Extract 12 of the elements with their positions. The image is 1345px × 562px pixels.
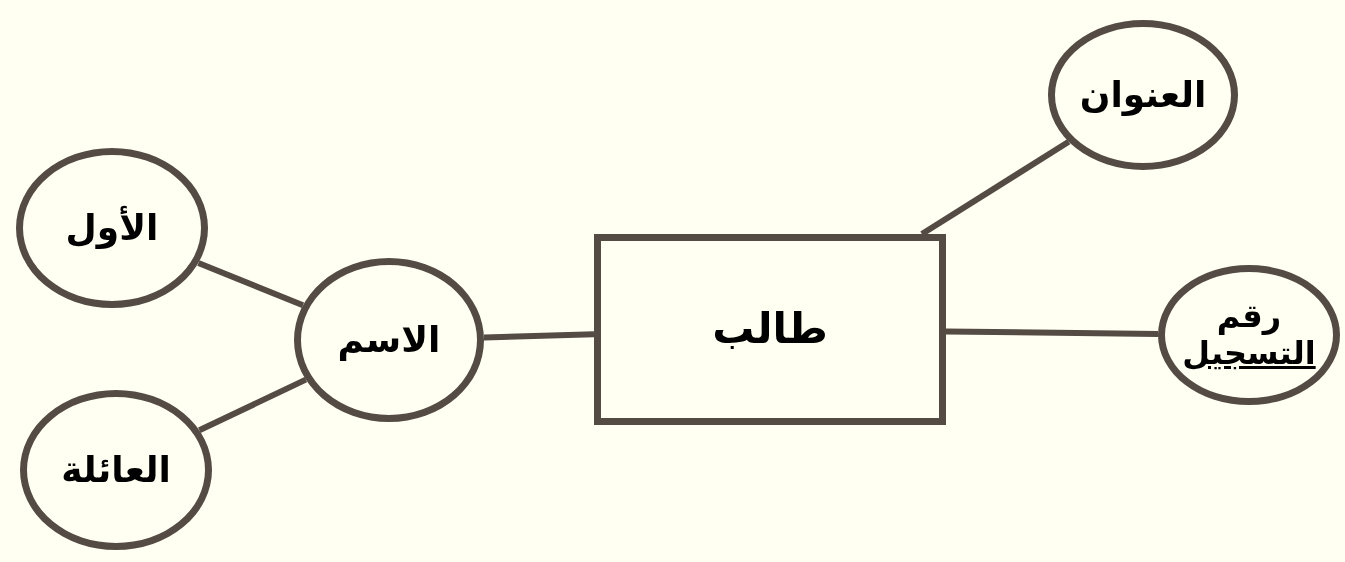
- attribute-label: العائلة: [61, 449, 171, 491]
- connector-line: [483, 331, 595, 341]
- connector-line: [198, 376, 308, 433]
- attribute-label: رقم: [1216, 298, 1282, 335]
- connector-line: [945, 328, 1159, 337]
- connector-line: [197, 260, 305, 308]
- attribute-label: الأول: [65, 207, 159, 249]
- key-attribute-label: التسجيل: [1182, 335, 1316, 372]
- entity-box: [594, 234, 946, 425]
- attribute-label: العنوان: [1079, 74, 1207, 116]
- entity-label: طالب: [712, 305, 828, 354]
- attribute-label: الاسم: [337, 319, 441, 361]
